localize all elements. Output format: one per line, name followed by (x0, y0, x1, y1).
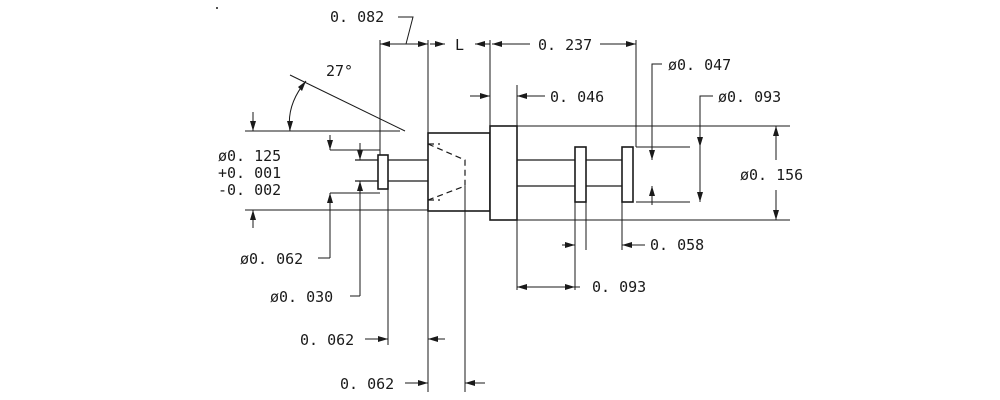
tip-pin (377, 154, 389, 190)
dim-angle: 27° (326, 62, 353, 80)
part-outline (355, 125, 634, 221)
socket-body (427, 132, 491, 212)
extension-lines (245, 40, 790, 392)
dim-237: 0. 237 (538, 36, 592, 54)
dim-046: 0. 046 (550, 88, 604, 106)
hidden-cone-bore (427, 143, 466, 201)
dim-093-pos: 0. 093 (592, 278, 646, 296)
dim-dia-062: ø0. 062 (240, 250, 303, 268)
dim-length: L (455, 36, 464, 54)
dim-dia-125: ø0. 125 (218, 147, 281, 165)
dimension-lines (250, 16, 779, 386)
dim-dia-093: ø0. 093 (718, 88, 781, 106)
dim-dia-156: ø0. 156 (740, 166, 803, 184)
dim-062-tip: 0. 062 (300, 331, 354, 349)
dim-dia-030: ø0. 030 (270, 288, 333, 306)
dim-082: 0. 082 (330, 8, 384, 26)
ink-speck (216, 7, 218, 9)
collar-right (621, 146, 634, 203)
dimension-labels: 0. 082 L 0. 237 27° 0. 046 ø0. 047 ø0. 0… (218, 8, 803, 393)
dim-058: 0. 058 (650, 236, 704, 254)
dim-dia-047: ø0. 047 (668, 56, 731, 74)
flange (489, 125, 518, 221)
dim-062-cone: 0. 062 (340, 375, 394, 393)
dim-tol-plus: +0. 001 (218, 164, 281, 182)
dim-tol-minus: -0. 002 (218, 181, 281, 199)
collar-left (574, 146, 587, 203)
